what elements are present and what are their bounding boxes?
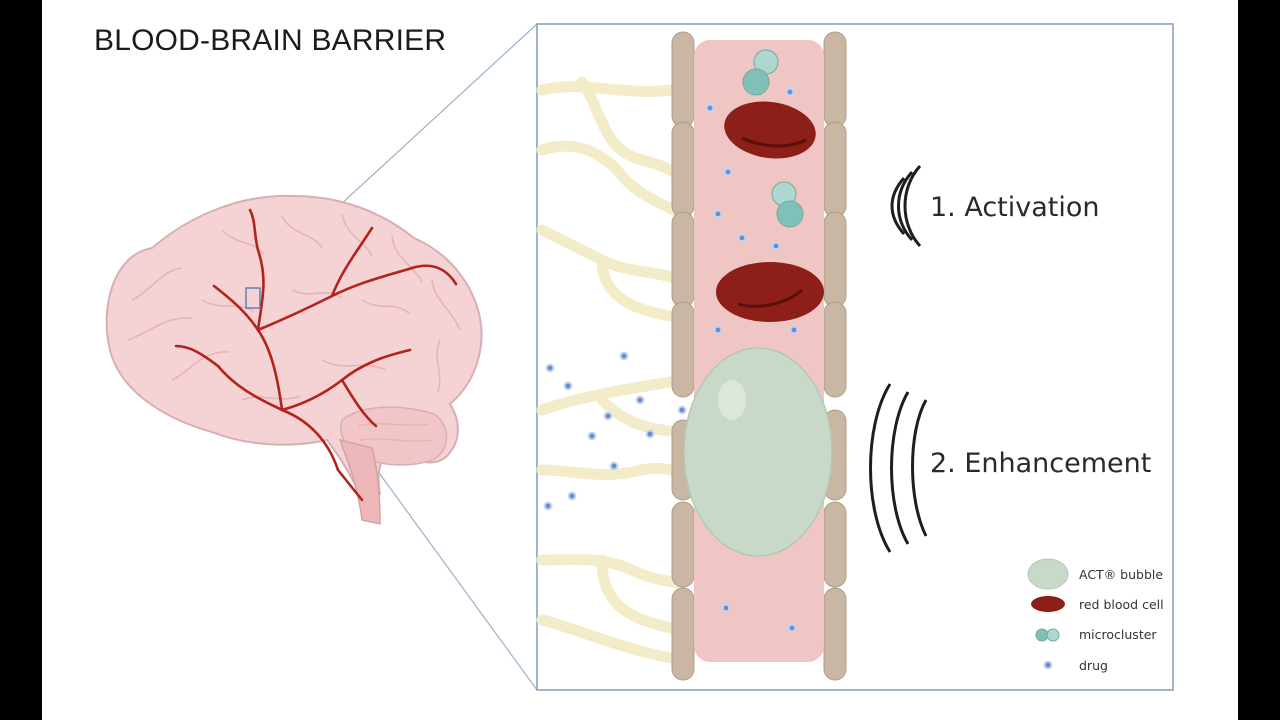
astrocyte-processes	[536, 76, 688, 666]
diagram-scene	[105, 23, 1174, 691]
legend-drug-label: drug	[1079, 658, 1108, 673]
microcluster	[742, 49, 779, 96]
legend-microcluster-label: microcluster	[1079, 627, 1157, 642]
vessel-wall-right	[823, 31, 847, 681]
microcluster	[771, 181, 804, 228]
step-activation-label: 1. Activation	[930, 192, 1100, 223]
act-bubble	[683, 347, 833, 557]
ultrasound-wave-icon	[869, 383, 928, 553]
diagram-title: BLOOD-BRAIN BARRIER	[94, 24, 447, 57]
vessel-wall-left	[671, 31, 695, 681]
canvas: BLOOD-BRAIN BARRIER	[42, 0, 1238, 720]
zoom-panel-frame	[536, 23, 1174, 691]
ultrasound-wave-icon	[890, 164, 922, 248]
legend-icons	[1027, 558, 1069, 670]
legend-act-bubble-label: ACT® bubble	[1079, 567, 1164, 582]
step-enhancement-label: 2. Enhancement	[930, 448, 1152, 479]
brain-illustration	[105, 194, 483, 525]
red-blood-cell	[716, 262, 824, 322]
legend-red-blood-cell-label: red blood cell	[1079, 597, 1164, 612]
drug-particles	[543, 87, 799, 633]
red-blood-cell	[724, 101, 816, 159]
